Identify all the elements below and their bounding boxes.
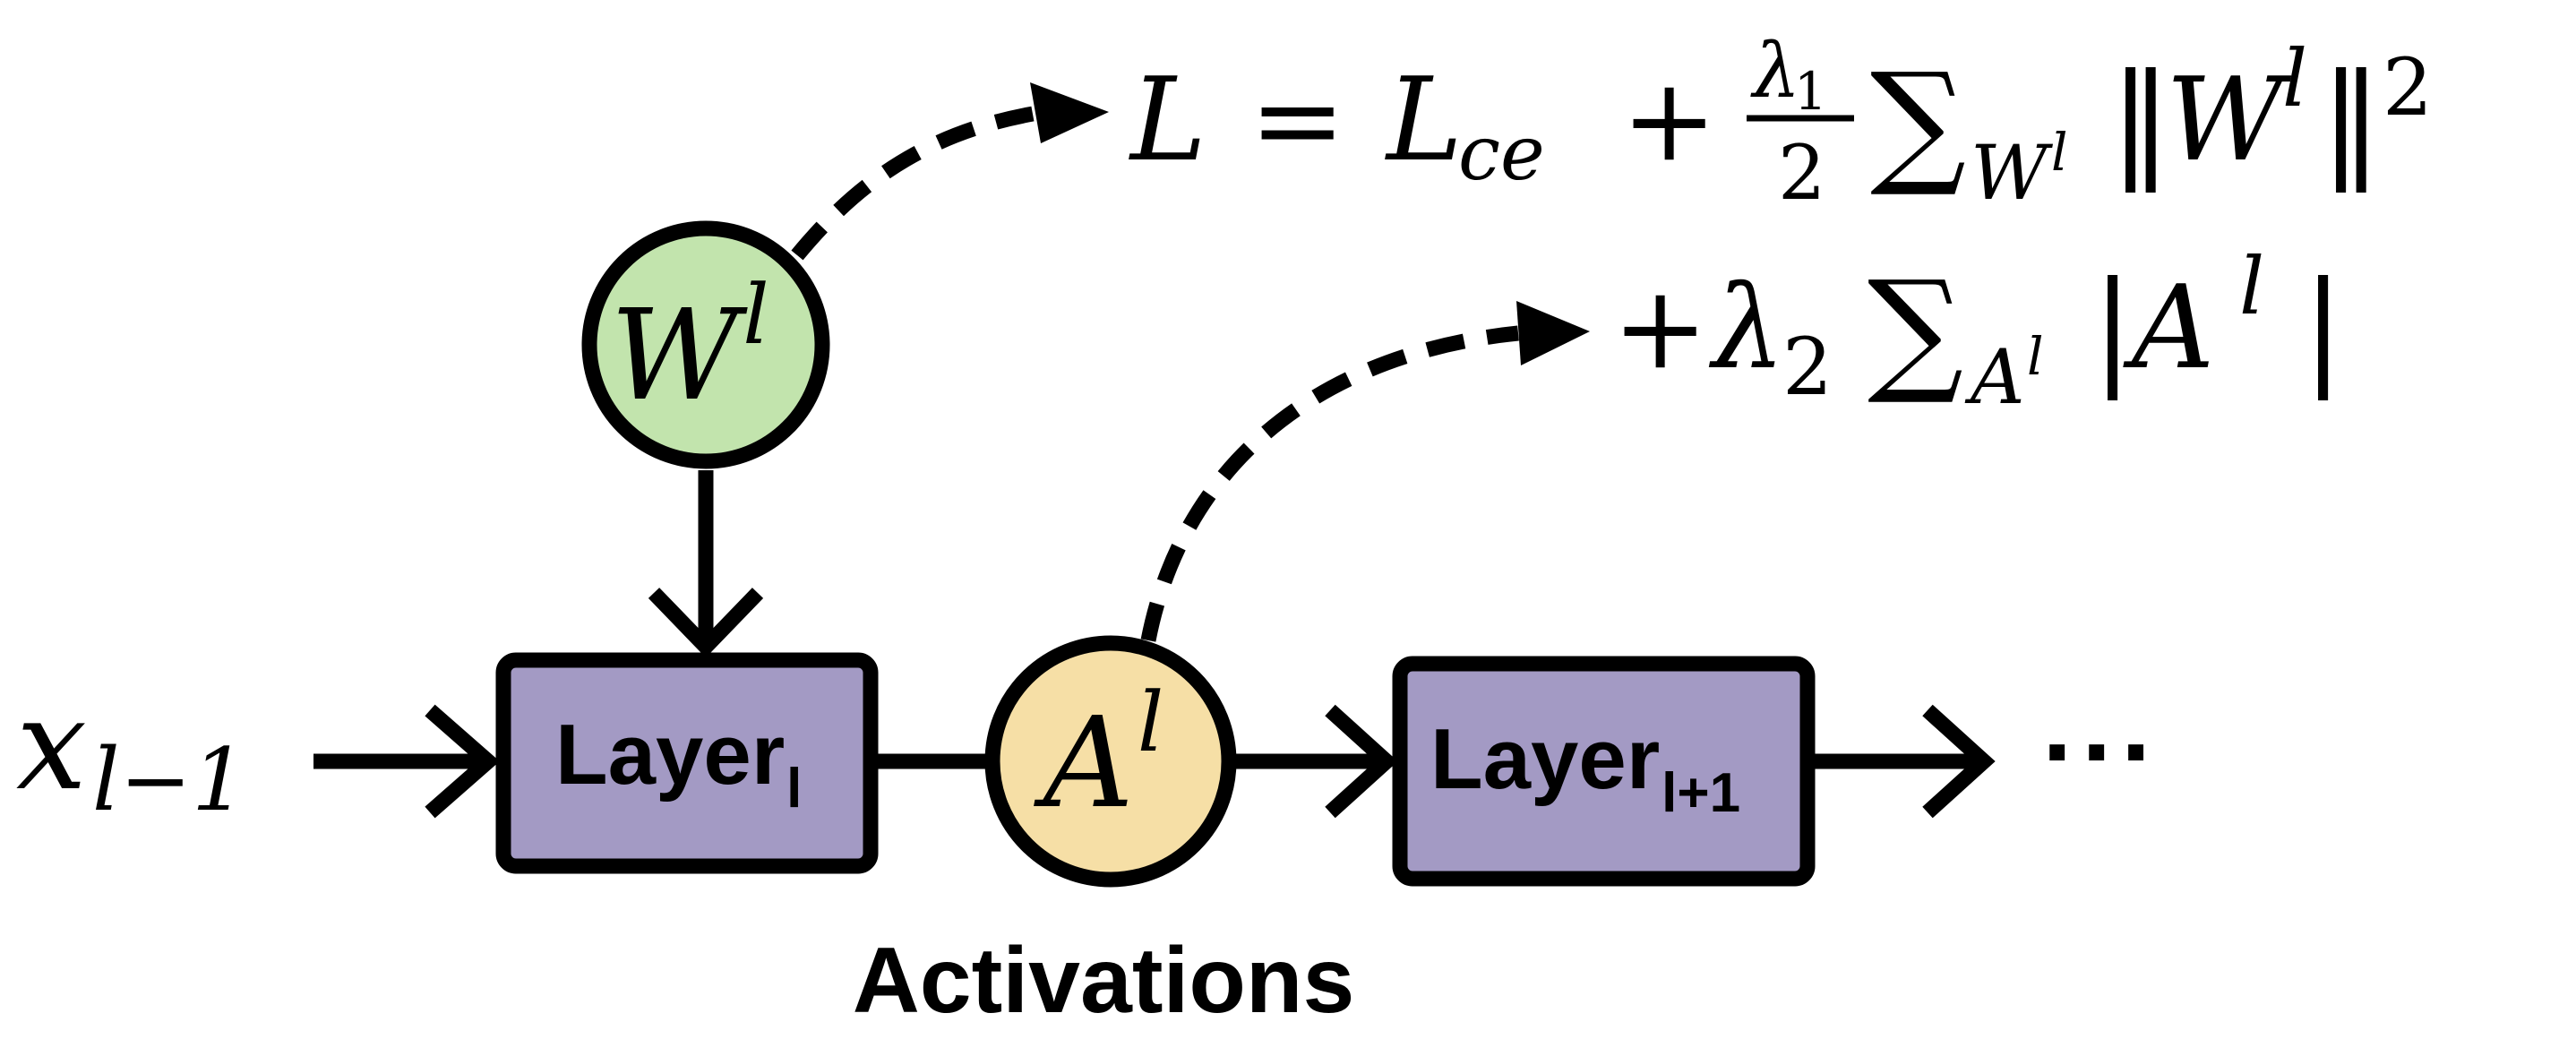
svg-text:+: + (1612, 262, 1708, 395)
layer-l-label: Layerl (555, 707, 802, 820)
svg-text:∑: ∑ (1868, 253, 1963, 408)
weights-to-loss-dashed-arrow (791, 104, 1045, 261)
svg-text:l: l (2239, 240, 2264, 332)
svg-text:2: 2 (1778, 129, 1825, 217)
svg-text:L: L (1385, 54, 1463, 187)
layer-next-label: Layerl+1 (1430, 711, 1740, 824)
lambda1-fraction: λ 1 2 (1747, 27, 1854, 217)
weights-to-loss-arrowhead (1030, 82, 1109, 143)
svg-text:‖: ‖ (2320, 47, 2383, 193)
weights-node (581, 220, 830, 469)
svg-text:W: W (1971, 129, 2054, 217)
svg-text:+: + (1621, 54, 1717, 187)
svg-text:ce: ce (1458, 109, 1545, 197)
activation-node-label: Al (1034, 674, 1164, 837)
layer-l-box (495, 652, 879, 874)
svg-text:|: | (2302, 255, 2344, 401)
svg-text:l: l (2282, 32, 2307, 125)
continuation-dots: ··· (2042, 691, 2160, 811)
output-arrow-head (1922, 704, 1996, 819)
loss-equation-line2: + λ 2 ∑ A l | A l | (1612, 240, 2344, 421)
input-label: xl−1 (16, 673, 246, 830)
svg-text:∑: ∑ (1870, 45, 1966, 201)
svg-text:l: l (2027, 326, 2044, 387)
layer-next-box (1392, 656, 1816, 887)
svg-text:L: L (1129, 54, 1206, 187)
svg-text:=: = (1249, 54, 1345, 187)
svg-text:λ: λ (1750, 27, 1800, 115)
svg-text:W: W (2166, 54, 2292, 187)
svg-text:1: 1 (1794, 61, 1827, 122)
svg-text:|: | (2091, 255, 2134, 401)
weights-arrow-head (648, 588, 764, 658)
svg-text:l: l (2051, 122, 2068, 183)
svg-text:λ: λ (1708, 262, 1785, 395)
input-arrow-head (425, 704, 500, 819)
activation-to-loss-dashed-arrow (1140, 325, 1519, 642)
weights-node-label: Wl (610, 267, 769, 429)
svg-text:‖: ‖ (2109, 47, 2172, 193)
svg-text:2: 2 (2383, 41, 2433, 133)
activation-node (984, 635, 1237, 888)
svg-text:2: 2 (1782, 321, 1833, 413)
loss-equation-line1: L = L ce + λ 1 2 ∑ W l ‖ W l ‖ 2 (1129, 27, 2433, 217)
svg-text:A: A (2123, 262, 2214, 395)
activation-to-loss-arrowhead (1516, 301, 1590, 365)
activation-arrow-head (1325, 704, 1398, 819)
activations-caption: Activations (853, 929, 1355, 1033)
svg-text:A: A (1964, 333, 2025, 421)
